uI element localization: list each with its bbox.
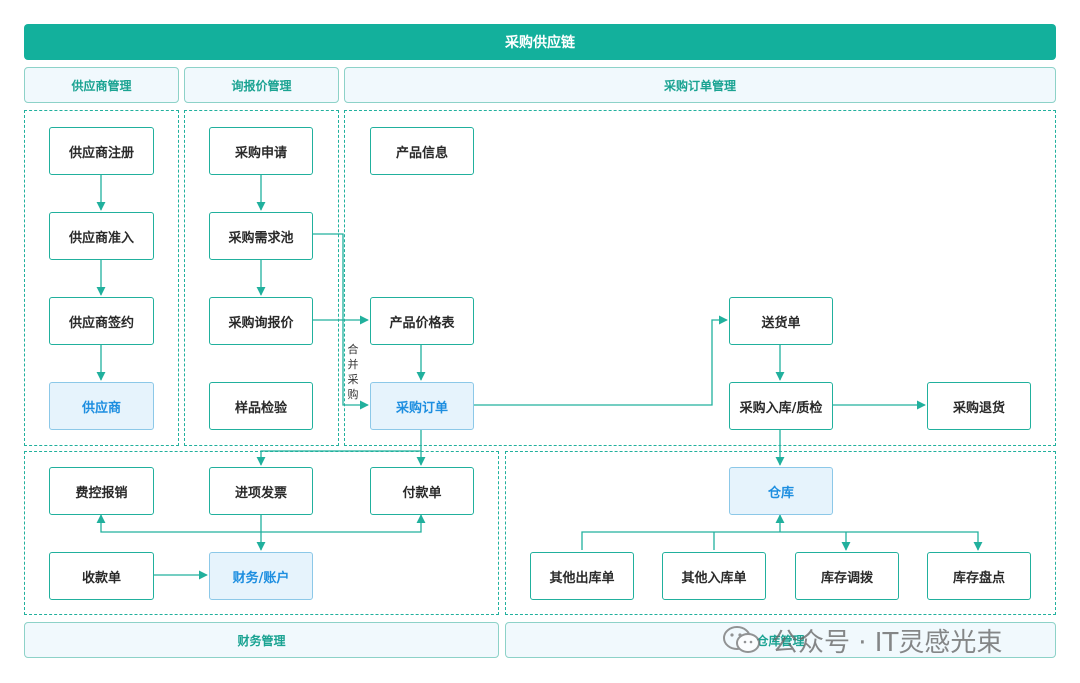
diagram-title: 采购供应链 [24,24,1056,60]
node-other-inbound[interactable]: 其他入库单 [662,552,766,600]
node-purchase-order[interactable]: 采购订单 [370,382,474,430]
node-input-invoice[interactable]: 进项发票 [209,467,313,515]
region-supplier [24,110,179,446]
node-delivery-note[interactable]: 送货单 [729,297,833,345]
node-inbound-qc[interactable]: 采购入库/质检 [729,382,833,430]
node-sample-inspection[interactable]: 样品检验 [209,382,313,430]
node-receipt-order[interactable]: 收款单 [49,552,154,600]
node-purchase-return[interactable]: 采购退货 [927,382,1031,430]
node-stock-count[interactable]: 库存盘点 [927,552,1031,600]
node-supplier-contract[interactable]: 供应商签约 [49,297,154,345]
node-finance-account[interactable]: 财务/账户 [209,552,313,600]
node-purchase-inquiry[interactable]: 采购询报价 [209,297,313,345]
watermark-text: 公众号 · IT灵感光束 [772,627,1003,658]
header-warehouse-management: 仓库管理 [505,622,1056,658]
edge-label-merge-purchase: 合并采购 [347,343,359,401]
node-expense-reimburse[interactable]: 费控报销 [49,467,154,515]
wechat-icon [723,626,760,653]
node-other-outbound[interactable]: 其他出库单 [530,552,634,600]
header-inquiry-management: 询报价管理 [184,67,339,103]
node-payment-order[interactable]: 付款单 [370,467,474,515]
node-demand-pool[interactable]: 采购需求池 [209,212,313,260]
header-order-management: 采购订单管理 [344,67,1056,103]
watermark: 公众号 · IT灵感光束 [722,620,1002,660]
node-warehouse[interactable]: 仓库 [729,467,833,515]
header-supplier-management: 供应商管理 [24,67,179,103]
node-product-info[interactable]: 产品信息 [370,127,474,175]
node-stock-transfer[interactable]: 库存调拨 [795,552,899,600]
node-purchase-request[interactable]: 采购申请 [209,127,313,175]
node-price-list[interactable]: 产品价格表 [370,297,474,345]
node-supplier[interactable]: 供应商 [49,382,154,430]
node-supplier-register[interactable]: 供应商注册 [49,127,154,175]
header-finance-management: 财务管理 [24,622,499,658]
node-supplier-admission[interactable]: 供应商准入 [49,212,154,260]
